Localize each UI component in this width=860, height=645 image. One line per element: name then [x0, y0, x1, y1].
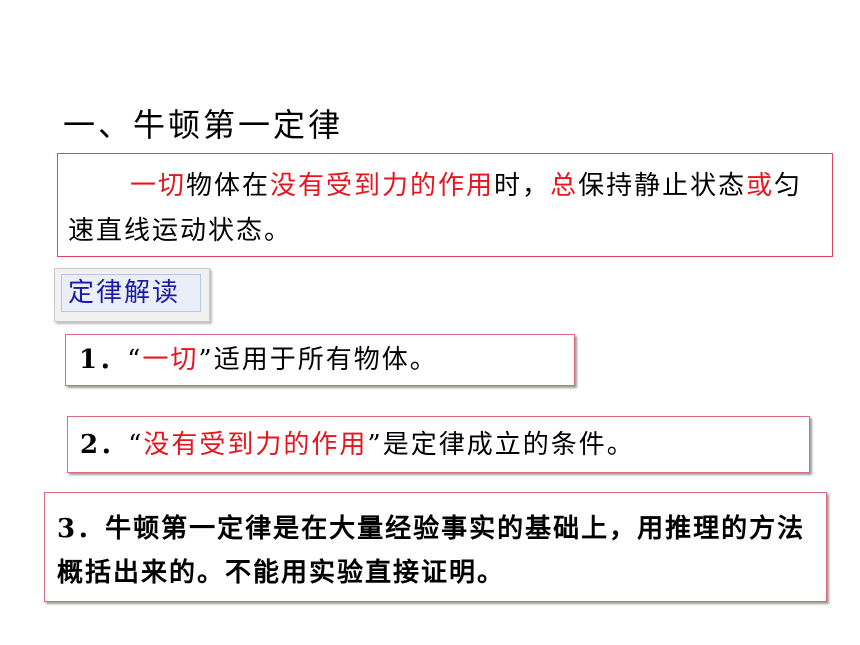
point-text: 是定律成立的条件。	[382, 430, 635, 460]
quote-mark: “	[127, 345, 143, 375]
point-box-2: 2．“没有受到力的作用”是定律成立的条件。	[67, 416, 810, 473]
quote-mark: ”	[198, 345, 214, 375]
definition-highlight-always: 总	[550, 171, 579, 201]
definition-text: 物体在	[186, 171, 271, 201]
point-number: 2．	[80, 430, 129, 460]
section-title: 一、牛顿第一定律	[63, 106, 344, 144]
quote-mark: “	[128, 430, 144, 460]
definition-text: 时，	[494, 171, 551, 201]
quote-mark: ”	[367, 430, 383, 460]
definition-highlight-all: 一切	[130, 171, 187, 201]
point-number: 3．	[57, 514, 106, 544]
interpretation-tag-label: 定律解读	[61, 274, 201, 312]
point-text: 牛顿第一定律是在大量经验事实的基础上，用推理的方法概括出来的。不能用实验直接证明…	[57, 514, 806, 588]
definition-text: 保持静止状态	[578, 171, 747, 201]
definition-highlight-condition: 没有受到力的作用	[270, 171, 495, 201]
point-text: 适用于所有物体。	[213, 345, 438, 375]
point-highlight: 一切	[142, 345, 199, 375]
point-number: 1．	[79, 345, 128, 375]
point-box-3: 3．牛顿第一定律是在大量经验事实的基础上，用推理的方法概括出来的。不能用实验直接…	[44, 492, 827, 602]
interpretation-tag: 定律解读	[54, 268, 210, 322]
definition-text: 匀速直线运动状态。	[68, 171, 803, 246]
point-highlight: 没有受到力的作用	[143, 430, 368, 460]
definition-box: 一切物体在没有受到力的作用时，总保持静止状态或匀速直线运动状态。	[57, 153, 833, 257]
point-box-1: 1．“一切”适用于所有物体。	[65, 334, 575, 386]
definition-highlight-or: 或	[746, 171, 775, 201]
